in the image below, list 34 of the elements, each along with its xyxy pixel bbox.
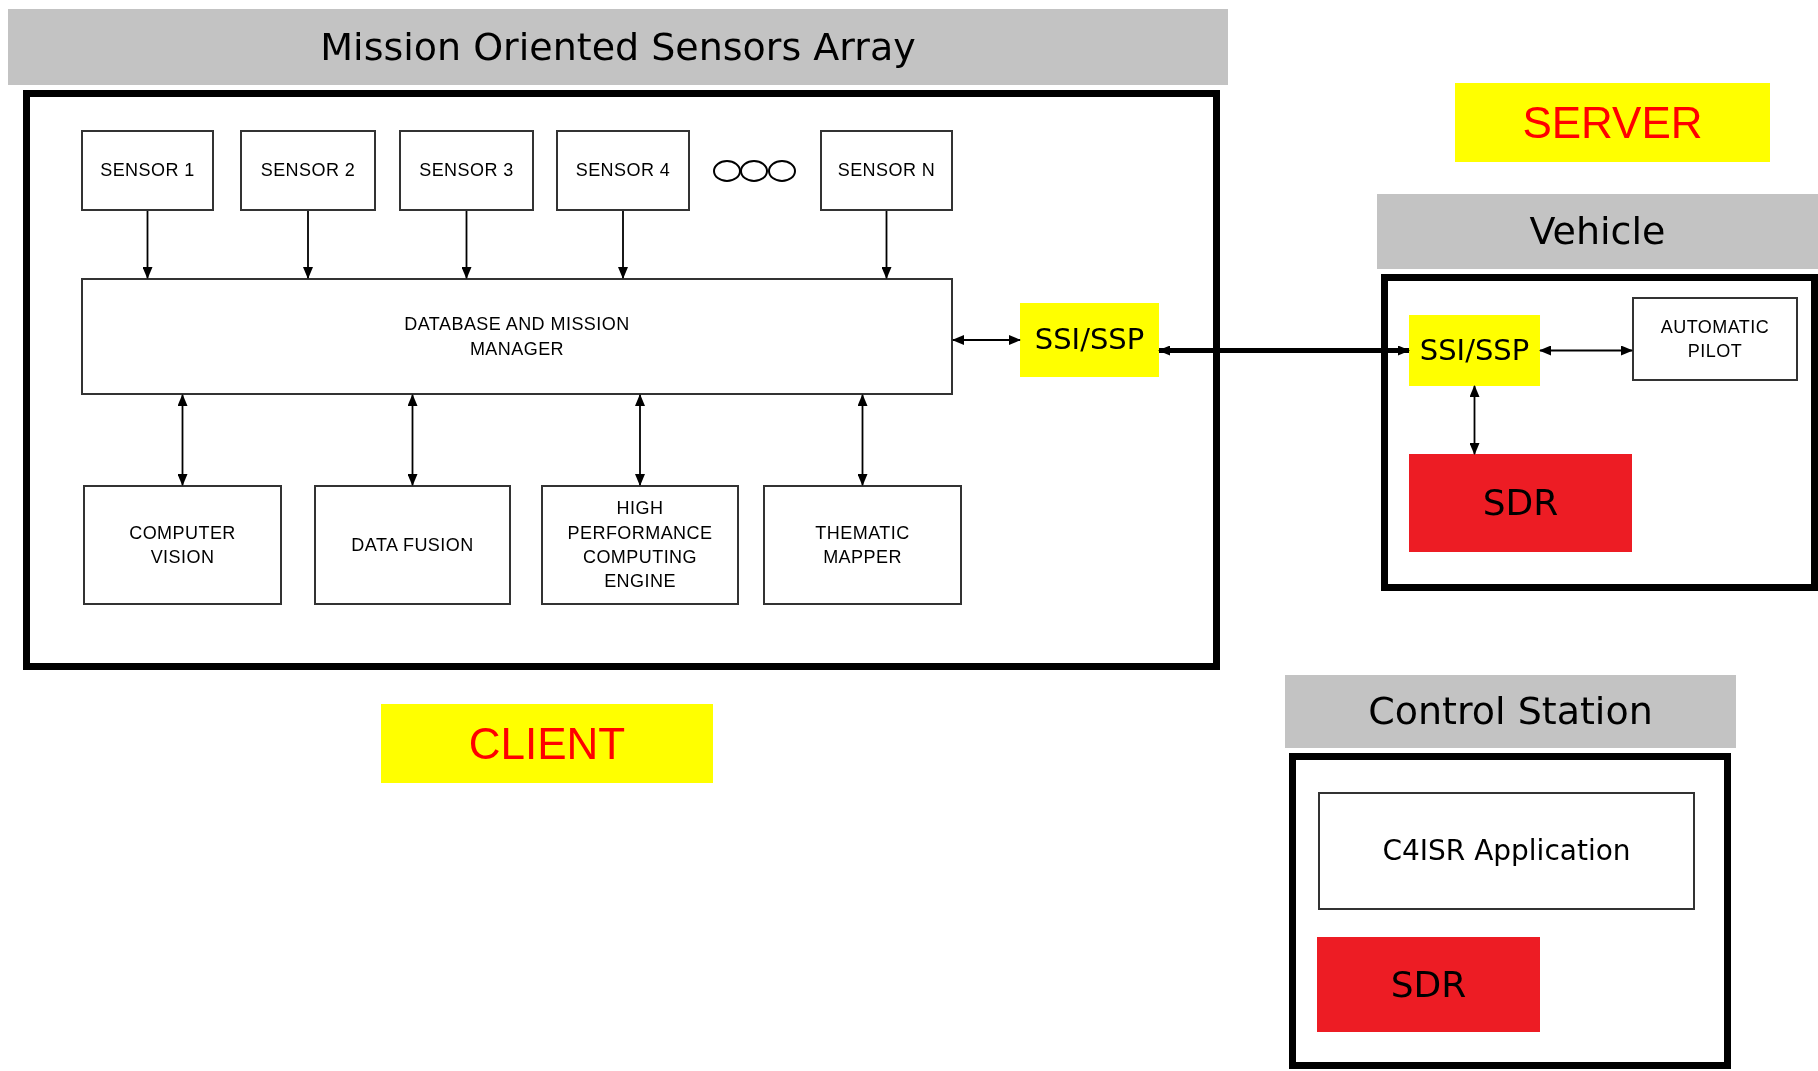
arrow [142,210,153,279]
arrow [635,394,645,486]
header-band: Vehicle [1377,194,1818,269]
arrow [1539,345,1633,356]
process-box: DATA FUSION [314,485,511,605]
process-box: COMPUTER VISION [83,485,282,605]
arrow [177,394,188,486]
arrow [857,394,868,486]
header-band: Control Station [1285,675,1736,748]
role-tag: CLIENT [381,704,713,783]
process-box: DATABASE AND MISSION MANAGER [81,278,953,395]
process-box: SENSOR 1 [81,130,214,211]
process-box: SENSOR N [820,130,953,211]
arrow [1469,385,1480,455]
process-box: SENSOR 4 [556,130,690,211]
arrow [303,210,313,279]
process-box: THEMATIC MAPPER [763,485,962,605]
process-box: SENSOR 2 [240,130,376,211]
process-box: SENSOR 3 [399,130,534,211]
role-tag: SERVER [1455,83,1770,162]
radio-box: SDR [1409,454,1632,552]
arrow [461,210,472,279]
interface-box: SSI/SSP [1020,303,1159,377]
process-box: C4ISR Application [1318,792,1695,910]
interface-box: SSI/SSP [1409,315,1540,386]
arrow [881,210,892,279]
process-box: HIGH PERFORMANCE COMPUTING ENGINE [541,485,739,605]
arrow [618,210,628,279]
radio-box: SDR [1317,937,1540,1032]
header-band: Mission Oriented Sensors Array [8,9,1228,85]
process-box: AUTOMATIC PILOT [1632,297,1798,381]
arrow [407,394,418,486]
arrow [952,335,1021,345]
arrow [1158,345,1410,356]
